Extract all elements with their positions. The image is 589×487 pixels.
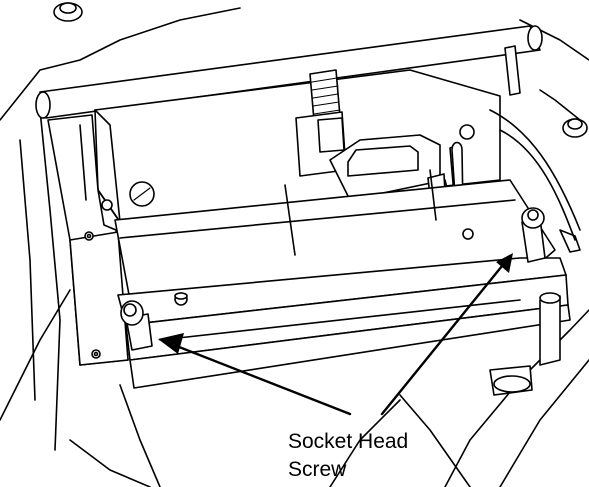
callout-label: Socket Head Screw [288,428,468,484]
left-side-plate [47,114,129,366]
machine-frame [0,7,589,487]
right-side-frame [489,109,581,396]
callout-arrow-left [172,343,352,416]
corner-knobs [53,2,588,138]
callout-arrow-right [380,264,504,416]
socket-head-screw-left [120,300,153,351]
callout-arrowhead-left [158,333,184,354]
tear-bar [117,257,571,389]
callout-label-line-1: Socket Head [288,430,409,453]
callout-arrowhead-right [496,253,513,273]
socket-head-screw-right [521,207,546,263]
top-rod [35,25,543,119]
callout-arrows [158,253,513,416]
callout-label-line-2: Screw [288,458,347,481]
print-head-housing [94,69,501,223]
